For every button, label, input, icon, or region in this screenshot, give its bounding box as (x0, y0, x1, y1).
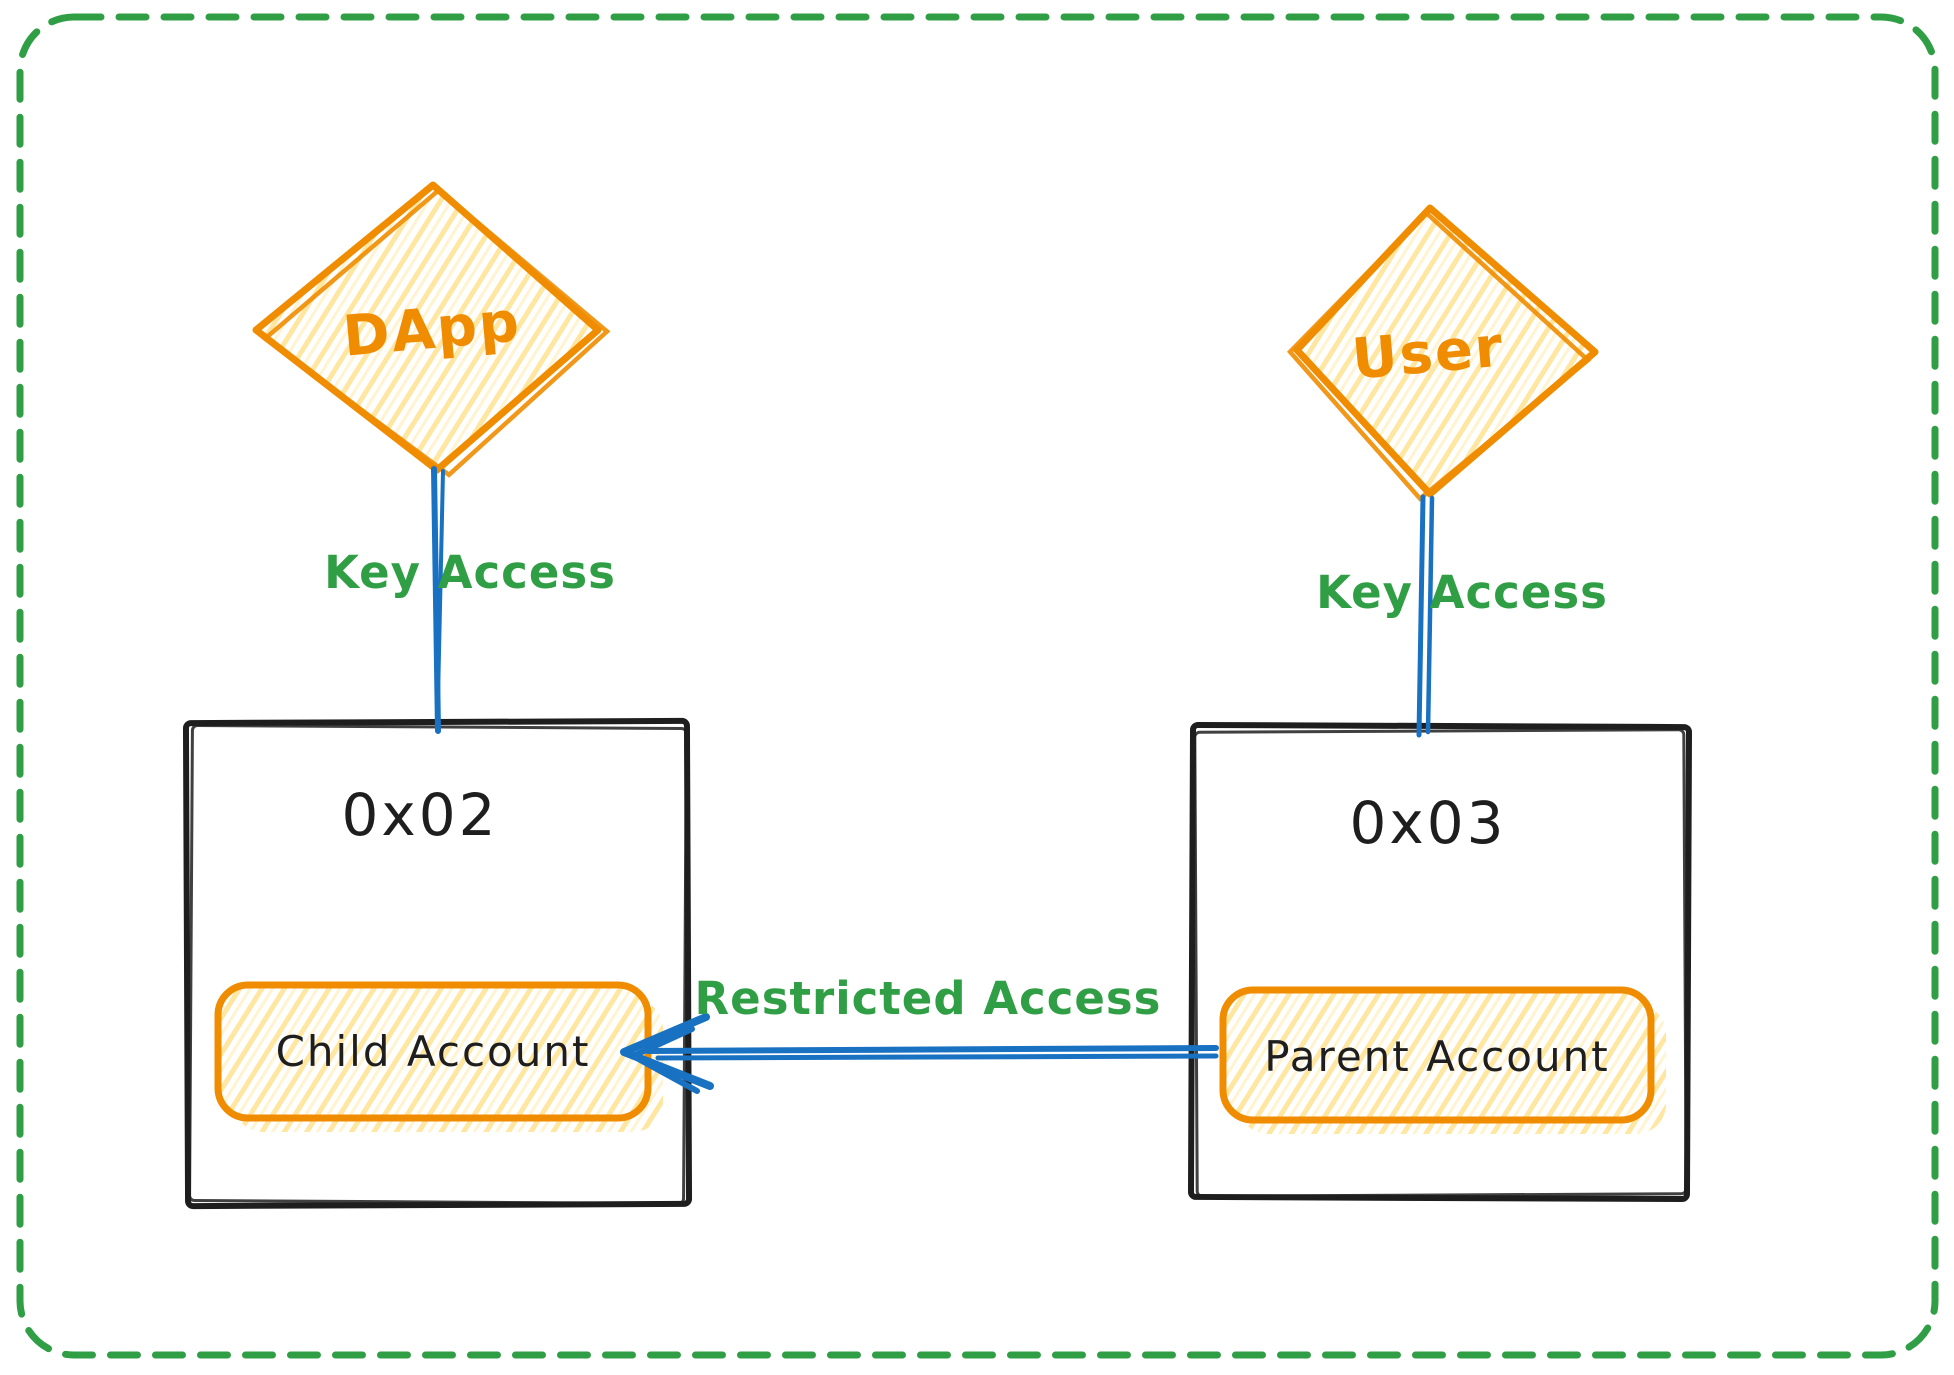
dapp-key-access-connector (431, 466, 445, 734)
user-connector-line-overdraw (1425, 495, 1435, 735)
dapp-node: DApp (252, 181, 611, 478)
user-connector-line (1416, 494, 1426, 738)
restricted-access-label: Restricted Access (695, 972, 1162, 1025)
wallet-left-node: 0x02 (182, 717, 693, 1210)
parent-account-node: Parent Account (1219, 986, 1666, 1134)
user-label: User (1349, 314, 1506, 392)
wallet-right-label: 0x03 (1349, 789, 1506, 857)
user-key-access-label: Key Access (1316, 566, 1608, 619)
restricted-access-edge (620, 1013, 1219, 1094)
user-node: User (1286, 204, 1599, 502)
restricted-access-line (645, 1045, 1219, 1054)
user-diamond-overdraw (1286, 209, 1592, 502)
dapp-diamond-overdraw (261, 187, 611, 478)
child-account-node: Child Account (214, 981, 663, 1132)
dapp-label: DApp (340, 289, 523, 369)
user-diamond-shape (1293, 204, 1599, 498)
dapp-key-access-label: Key Access (324, 546, 616, 599)
wallet-right-box-overdraw (1193, 728, 1688, 1198)
restricted-access-line-overdraw (655, 1053, 1219, 1061)
restricted-access-arrowhead (620, 1013, 714, 1090)
parent-account-label: Parent Account (1264, 1032, 1609, 1081)
dapp-connector-line-overdraw (436, 469, 445, 700)
wallet-left-label: 0x02 (341, 781, 498, 849)
user-key-access-connector (1416, 494, 1435, 738)
child-account-label: Child Account (276, 1027, 591, 1076)
parent-account-shape (1219, 986, 1655, 1124)
restricted-access-arrowhead-overdraw (630, 1026, 700, 1094)
dashed-frame (16, 13, 1939, 1359)
